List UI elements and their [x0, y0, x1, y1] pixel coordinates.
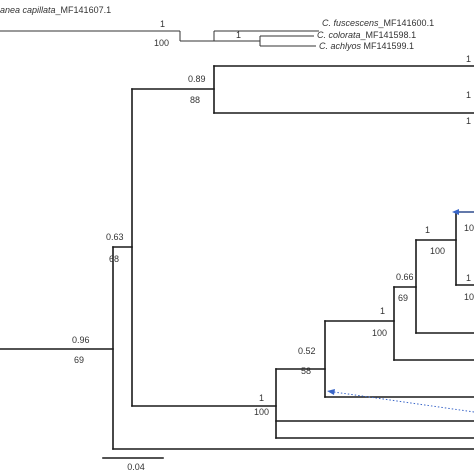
scale-bar-label: 0.04: [127, 462, 145, 472]
arrow-line: [333, 391, 474, 413]
node-support-pp: 0.96: [72, 335, 90, 345]
taxon-label: C. achlyos MF141599.1: [319, 41, 414, 51]
node-support-bs: 100: [254, 407, 269, 417]
edge-label: 1: [466, 54, 471, 64]
annotation-arrows: [327, 209, 474, 413]
node-support-pp: 1: [259, 393, 264, 403]
edge-label: 1: [466, 90, 471, 100]
node-support-pp: 1: [236, 30, 241, 40]
node-support-bs: 68: [109, 254, 119, 264]
node-support-pp: 1: [160, 19, 165, 29]
taxon-label: C. fuscescens_MF141600.1: [322, 18, 434, 28]
node-support-bs: 69: [74, 355, 84, 365]
node-support-pp: 0.66: [396, 272, 414, 282]
scale-bar: 0.04: [102, 457, 164, 472]
node-support-bs: 100: [372, 328, 387, 338]
arrow-head-icon: [327, 389, 335, 395]
taxon-label: anea capillata_MF141607.1: [0, 5, 111, 15]
node-support-bs: 100: [154, 38, 169, 48]
edge-label: 10: [464, 292, 474, 302]
node-support-pp: 1: [380, 306, 385, 316]
node-support-pp: 0.52: [298, 346, 316, 356]
node-support-pp: 0.89: [188, 74, 206, 84]
main-clade: 0.89 88 0.63 68 0.96 69 1 100 0.66 69 1 …: [0, 54, 474, 450]
node-support-bs: 88: [190, 95, 200, 105]
edge-label: 1: [466, 273, 471, 283]
arrow-head-icon: [452, 209, 459, 215]
edge-label: 10: [464, 223, 474, 233]
node-support-bs: 100: [430, 246, 445, 256]
node-support-bs: 69: [398, 293, 408, 303]
node-support-pp: 1: [425, 225, 430, 235]
edge-label: 1: [466, 116, 471, 126]
top-clade: anea capillata_MF141607.1 C. fuscescens_…: [0, 5, 434, 51]
node-support-bs: 58: [301, 366, 311, 376]
node-support-pp: 0.63: [106, 232, 124, 242]
taxon-label: C. colorata_MF141598.1: [317, 30, 416, 40]
